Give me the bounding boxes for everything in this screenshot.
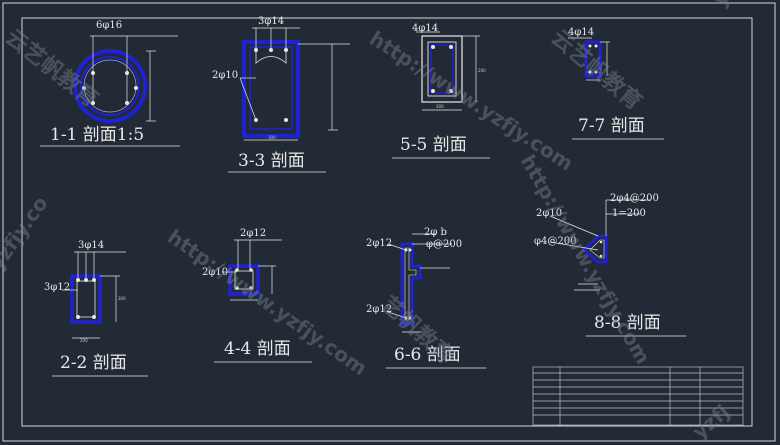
svg-text:300: 300 — [118, 296, 126, 301]
watermark-brand-top: 云艺帆教育 — [546, 25, 647, 116]
section-1-1: 6φ16 1-1 剖面1:5 — [40, 20, 180, 147]
section-3-3-rebar-side: 2φ10 — [212, 70, 238, 81]
section-1-1-rebar: 6φ16 — [96, 20, 122, 31]
svg-text:200: 200 — [478, 68, 486, 73]
watermark-fragment-bottomright: yzfj — [688, 400, 734, 444]
section-7-7-title: 7-7 剖面 — [578, 116, 645, 136]
watermark-fragment-topright: yzfj — [709, 0, 754, 12]
sheet-border-inner — [21, 17, 753, 427]
section-2-2-rebar-side: 3φ12 — [44, 282, 70, 293]
section-4-4-rebar-top: 2φ12 — [240, 228, 266, 239]
section-4-4-title: 4-4 剖面 — [224, 339, 291, 359]
section-7-7-rebar: 4φ14 — [568, 27, 594, 38]
section-3-3: 300 3φ14 2φ10 3-3 剖面 — [212, 16, 350, 173]
section-4-4-drawing — [222, 239, 282, 301]
section-5-5-rebar: 4φ14 — [412, 23, 438, 34]
svg-text:200: 200 — [80, 338, 88, 343]
svg-text:300: 300 — [436, 104, 444, 109]
section-6-6: 2φ b φ@200 2φ12 2φ12 6-6 剖面 — [366, 227, 486, 369]
section-2-2-drawing: 200 300 — [62, 251, 126, 343]
section-8-8-title: 8-8 剖面 — [594, 313, 661, 333]
section-8-8-spacing: 1=200 — [612, 208, 646, 219]
section-1-1-title: 1-1 剖面1:5 — [50, 125, 144, 145]
section-4-4: 2φ12 2φ10 4-4 剖面 — [202, 228, 312, 363]
section-7-7: 4φ14 7-7 剖面 — [568, 27, 664, 140]
section-3-3-title: 3-3 剖面 — [238, 151, 305, 171]
section-5-5: 300 200 4φ14 5-5 剖面 — [392, 23, 490, 159]
section-7-7-drawing — [568, 37, 610, 81]
watermark-layer: http://www.yzfjy.com http://www.yzfjy.co… — [0, 0, 754, 444]
section-3-3-drawing: 300 — [239, 27, 350, 141]
section-4-4-rebar-side: 2φ10 — [202, 267, 228, 278]
section-5-5-title: 5-5 剖面 — [400, 135, 467, 155]
watermark-fragment-left: yzfjy.co — [0, 192, 53, 275]
section-5-5-drawing: 300 200 — [416, 31, 486, 111]
section-8-8: 2φ4@200 1=200 2φ10 φ4@200 8-8 剖面 — [534, 193, 686, 337]
section-6-6-drawing — [387, 233, 452, 333]
section-8-8-rebar-left: 2φ10 — [536, 208, 562, 219]
watermark-url-top: http://www.yzfjy.com — [365, 26, 577, 175]
section-6-6-rebar-left: 2φ12 — [366, 238, 392, 249]
section-6-6-stirrup: φ@200 — [426, 239, 462, 250]
svg-text:300: 300 — [268, 135, 276, 140]
section-3-3-rebar-top: 3φ14 — [258, 16, 284, 27]
watermark-url-right: http://www.yzfjy.com — [516, 151, 656, 369]
section-8-8-stirrup: φ4@200 — [534, 236, 576, 247]
section-8-8-rebar-top: 2φ4@200 — [610, 193, 659, 204]
title-block — [532, 366, 744, 426]
section-2-2-title: 2-2 剖面 — [60, 353, 127, 373]
section-6-6-rebar-top: 2φ b — [424, 227, 447, 238]
section-6-6-title: 6-6 剖面 — [394, 345, 461, 365]
section-6-6-rebar-bottom: 2φ12 — [366, 304, 392, 315]
section-2-2: 200 300 3φ14 3φ12 2-2 剖面 — [44, 240, 148, 377]
section-2-2-rebar-top: 3φ14 — [78, 240, 104, 251]
section-8-8-drawing — [549, 199, 650, 291]
section-1-1-drawing — [73, 35, 178, 123]
